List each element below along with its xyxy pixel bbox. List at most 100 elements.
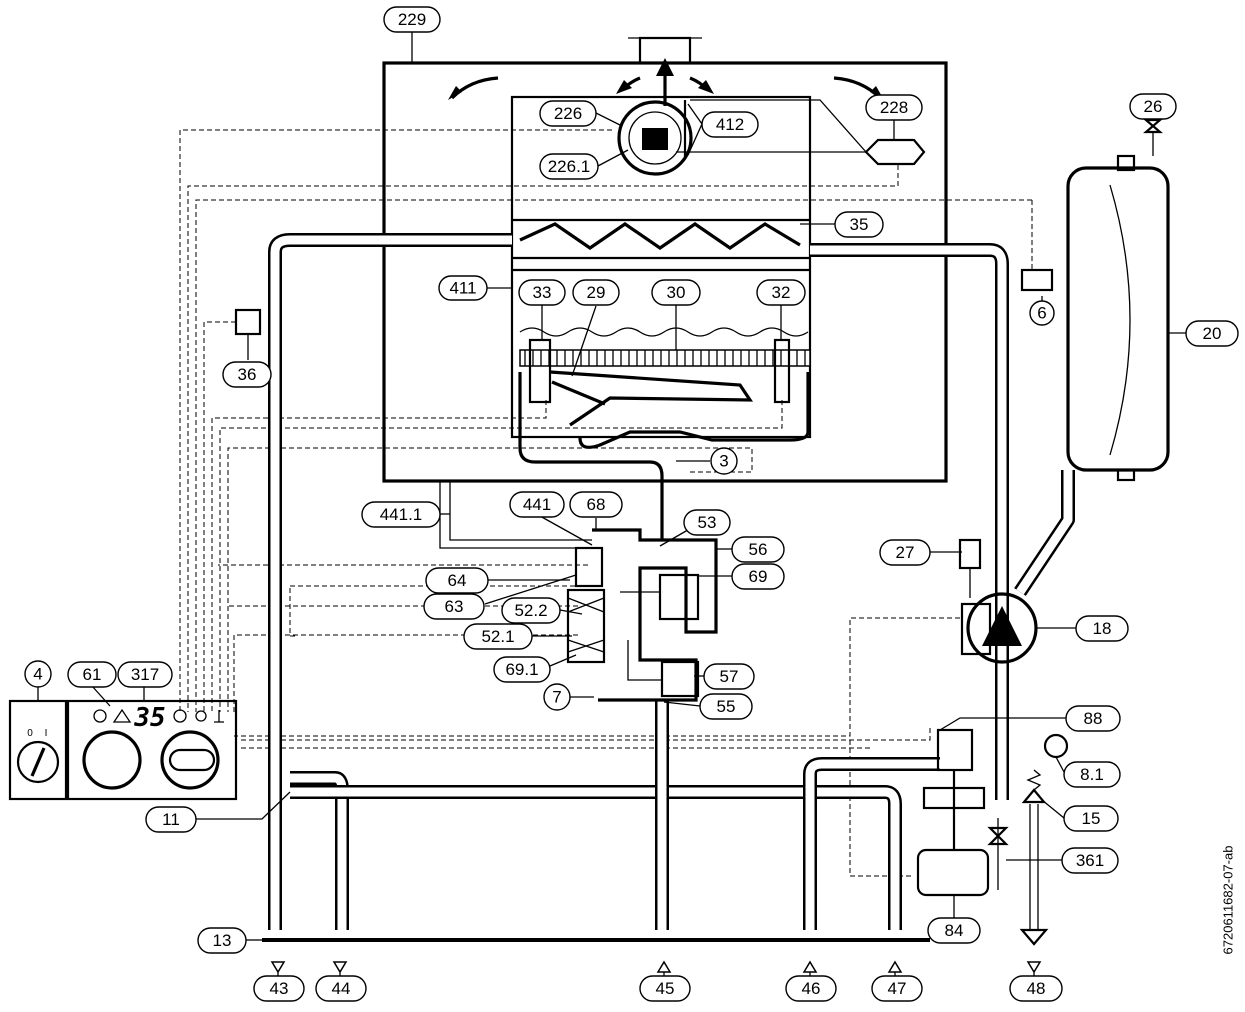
svg-text:11: 11	[162, 810, 180, 829]
svg-text:411: 411	[449, 279, 476, 298]
label-36: 36	[222, 361, 272, 388]
label-226: 226	[539, 100, 597, 127]
sun-icon	[173, 709, 187, 723]
svg-text:3: 3	[719, 452, 728, 471]
svg-text:69.1: 69.1	[505, 660, 538, 679]
label-27: 27	[879, 539, 931, 566]
pump-icon	[960, 592, 1038, 664]
label-47: 47	[871, 975, 923, 1002]
label-57: 57	[703, 663, 755, 690]
svg-text:29: 29	[587, 283, 606, 302]
svg-text:45: 45	[656, 979, 675, 998]
label-53: 53	[683, 509, 731, 536]
reset-icon	[112, 708, 132, 723]
switch-on-mark: I	[45, 728, 48, 739]
label-317: 317	[117, 661, 173, 688]
svg-text:27: 27	[896, 543, 915, 562]
svg-text:30: 30	[667, 283, 686, 302]
label-43: 43	[253, 975, 305, 1002]
chimney-sweep-icon	[93, 709, 107, 723]
svg-text:69: 69	[749, 567, 768, 586]
air-vent-icon	[1143, 118, 1163, 156]
eco-icon	[195, 710, 207, 722]
svg-text:68: 68	[587, 495, 606, 514]
svg-text:18: 18	[1093, 619, 1112, 638]
label-44: 44	[315, 975, 367, 1002]
svg-text:6: 6	[1037, 304, 1046, 323]
label-11: 11	[145, 806, 197, 833]
hot-water-temperature-knob[interactable]	[160, 730, 220, 790]
label-61: 61	[67, 661, 117, 688]
control-panel: 0 I 35	[8, 699, 238, 801]
svg-text:226.1: 226.1	[548, 157, 591, 176]
overheat-sensor-icon	[1020, 268, 1054, 292]
pressure-gauge-icon	[1043, 733, 1069, 759]
auto-air-vent-icon	[958, 538, 982, 598]
heating-circuit-pipes	[268, 233, 1075, 930]
svg-text:4: 4	[33, 665, 42, 684]
burner-icon	[518, 327, 811, 540]
label-361: 361	[1061, 847, 1119, 874]
three-way-valve-icon	[916, 728, 990, 897]
svg-text:441: 441	[523, 495, 551, 514]
pressure-switch-line	[690, 99, 867, 153]
label-33: 33	[518, 279, 566, 306]
fan-icon	[617, 100, 693, 176]
label-226-1: 226.1	[539, 153, 599, 180]
svg-text:8.1: 8.1	[1080, 765, 1104, 784]
svg-text:61: 61	[83, 665, 102, 684]
label-55: 55	[699, 693, 753, 720]
svg-text:64: 64	[448, 571, 467, 590]
expansion-vessel-icon	[1066, 154, 1170, 482]
svg-text:361: 361	[1076, 851, 1104, 870]
svg-text:13: 13	[213, 931, 232, 950]
label-6: 6	[1029, 300, 1055, 326]
svg-text:36: 36	[238, 365, 257, 384]
part-labels: 229 226 226.1 412 228 26 35 20 6 411 33 …	[24, 6, 1239, 1002]
label-52-2: 52.2	[501, 597, 561, 624]
svg-text:44: 44	[332, 979, 351, 998]
label-412: 412	[701, 111, 759, 138]
svg-text:43: 43	[270, 979, 289, 998]
pressure-switch-icon	[864, 138, 926, 166]
display-value: 35	[133, 703, 165, 733]
svg-text:84: 84	[945, 921, 964, 940]
label-88: 88	[1065, 705, 1121, 732]
svg-text:229: 229	[398, 10, 426, 29]
label-228: 228	[865, 94, 923, 121]
label-7: 7	[543, 683, 571, 711]
label-30: 30	[651, 279, 701, 306]
svg-text:56: 56	[749, 540, 768, 559]
svg-text:57: 57	[720, 667, 739, 686]
label-3: 3	[710, 447, 738, 475]
svg-text:228: 228	[880, 98, 908, 117]
label-26: 26	[1129, 93, 1177, 120]
label-4: 4	[24, 660, 52, 688]
label-35: 35	[834, 211, 884, 238]
switch-off-mark: 0	[27, 728, 33, 739]
svg-text:55: 55	[717, 697, 736, 716]
label-64: 64	[425, 567, 489, 594]
svg-text:226: 226	[554, 104, 582, 123]
label-441-1: 441.1	[361, 501, 441, 528]
document-id: 6720611682-07-ab	[1221, 846, 1236, 955]
label-18: 18	[1075, 615, 1129, 642]
svg-text:88: 88	[1084, 709, 1103, 728]
label-56: 56	[731, 536, 785, 563]
appliance-casing	[382, 36, 948, 483]
label-69-1: 69.1	[493, 656, 551, 683]
svg-text:7: 7	[552, 688, 561, 707]
heating-temperature-knob[interactable]	[82, 730, 142, 790]
label-20: 20	[1185, 320, 1239, 347]
svg-text:20: 20	[1203, 324, 1222, 343]
svg-text:412: 412	[716, 115, 744, 134]
label-84: 84	[927, 917, 981, 944]
fill-valve-icon	[987, 818, 1009, 890]
main-switch-knob[interactable]	[16, 740, 60, 784]
label-411: 411	[438, 275, 488, 301]
svg-text:35: 35	[850, 215, 869, 234]
label-32: 32	[756, 279, 806, 306]
label-29: 29	[572, 279, 620, 306]
flue-gas-arrows	[448, 58, 884, 106]
